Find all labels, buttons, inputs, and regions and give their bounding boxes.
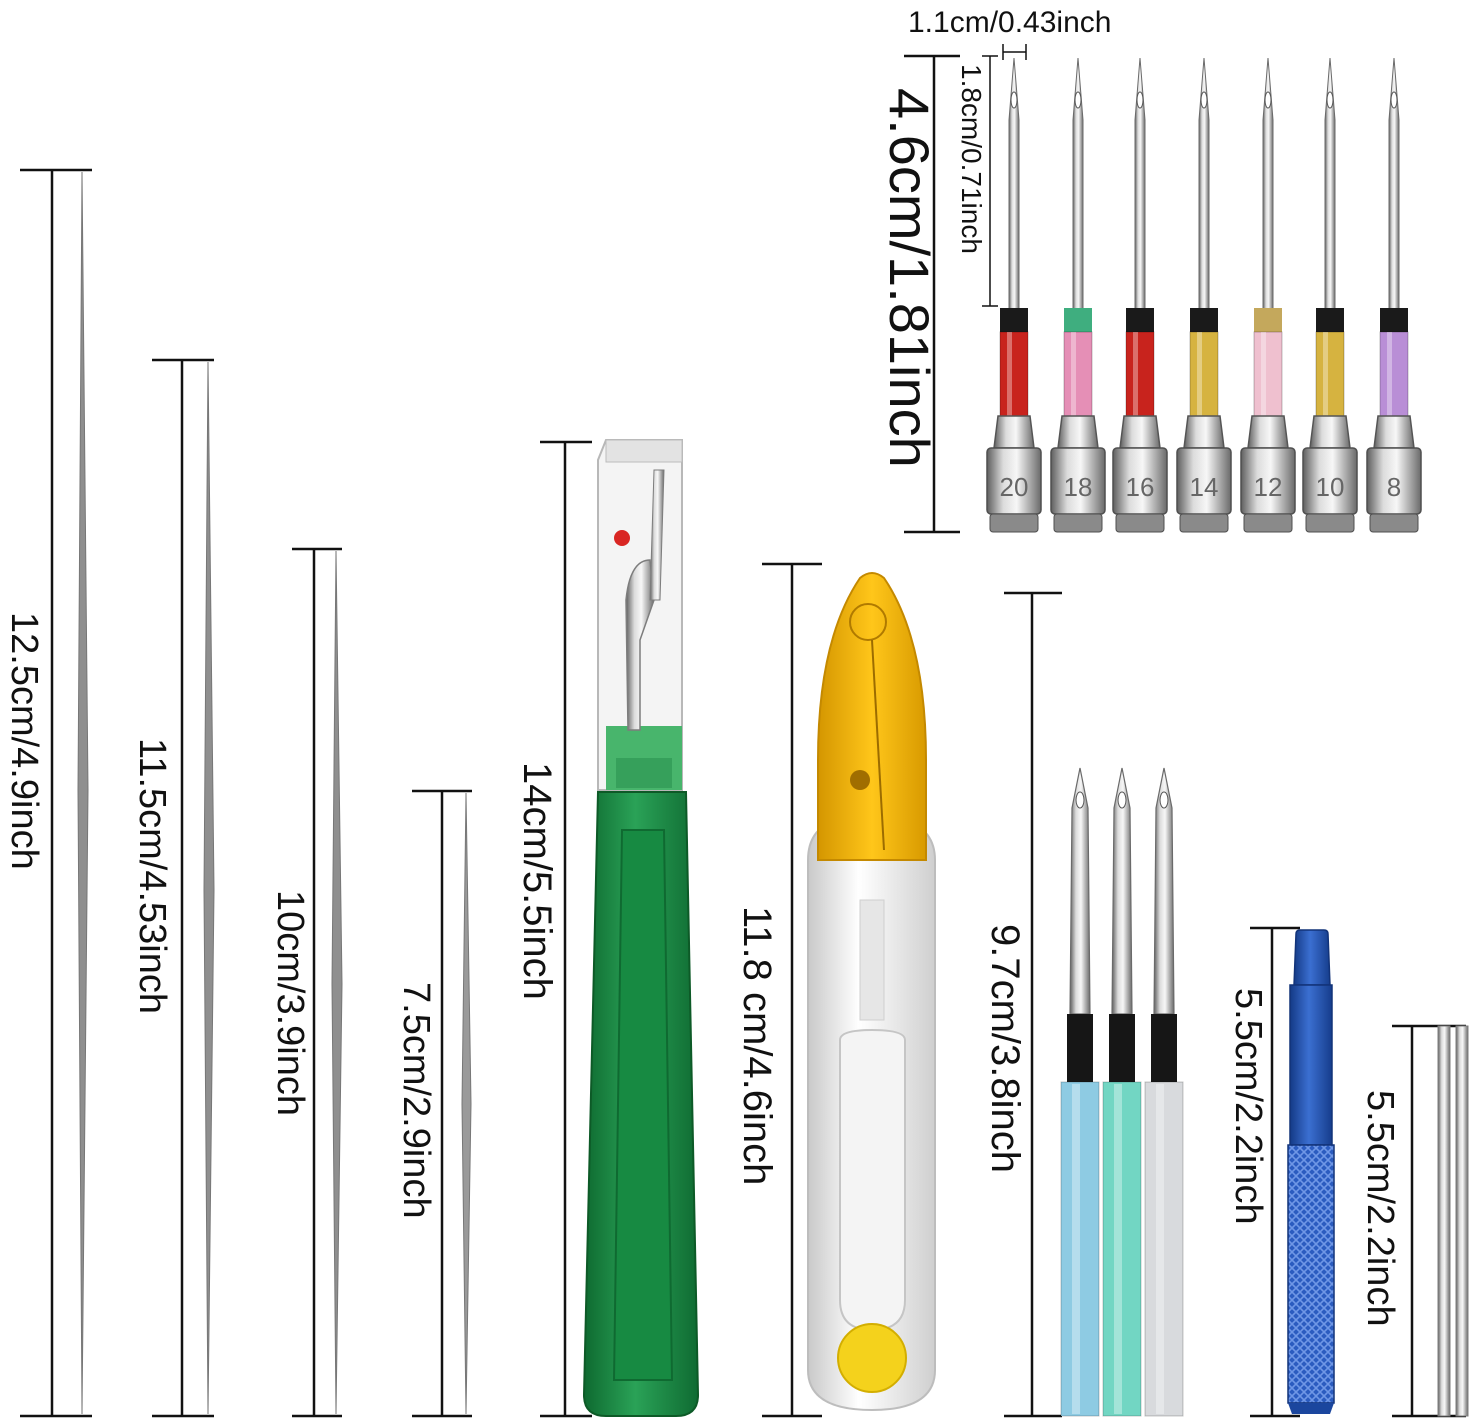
- needle-threader-handle: [1250, 926, 1335, 1418]
- hub-size-label: 16: [1126, 472, 1155, 502]
- punch-pen-group: [1060, 767, 1184, 1417]
- needle-10-label: 10cm/3.9inch: [269, 890, 311, 1116]
- hub-size-label: 12: [1254, 472, 1283, 502]
- seam-ripper-label: 14cm/5.5inch: [515, 762, 559, 1000]
- hub-needle-10: 10: [1302, 57, 1358, 533]
- needle-width-label: 1.1cm/0.43inch: [908, 6, 1111, 39]
- thread-snips: [762, 562, 936, 1418]
- punch-pen-1: [1060, 767, 1100, 1417]
- threader-handle-label: 5.5cm/2.2inch: [1227, 988, 1269, 1225]
- hub-needle-14: 14: [1176, 57, 1232, 533]
- needle-75-label: 7.5cm/2.9inch: [395, 982, 437, 1219]
- beading-needle-75: [412, 789, 472, 1418]
- needle-threader-rods: [1392, 1024, 1469, 1418]
- beading-needle-10: [292, 547, 343, 1418]
- punch-pens-label: 9.7cm/3.8inch: [983, 924, 1027, 1173]
- needle-set-dimension-lines: [904, 44, 1027, 534]
- beading-needle-125: [20, 168, 92, 1418]
- hub-needle-12: 12: [1240, 57, 1296, 533]
- needle-tip-length-label: 1.8cm/0.71inch: [956, 64, 987, 254]
- punch-pen-3: [1144, 767, 1184, 1417]
- hub-size-label: 14: [1190, 472, 1219, 502]
- needle-125-label: 12.5cm/4.9inch: [3, 612, 45, 870]
- hub-size-label: 10: [1316, 472, 1345, 502]
- beading-needle-115: [152, 358, 215, 1418]
- hub-needle-set: 20 18 16 14 12 10 8: [986, 57, 1422, 533]
- thread-snips-label: 11.8 cm/4.6inch: [735, 906, 779, 1185]
- hub-size-label: 20: [1000, 472, 1029, 502]
- needle-115-label: 11.5cm/4.53inch: [131, 738, 173, 1014]
- hub-needle-20: 20: [986, 57, 1042, 533]
- hub-needle-18: 18: [1050, 57, 1106, 533]
- punch-needle-pens: [1004, 591, 1062, 1418]
- hub-size-label: 18: [1064, 472, 1093, 502]
- seam-ripper: [540, 439, 700, 1418]
- punch-pen-2: [1102, 767, 1142, 1417]
- needle-set-height-label: 4.6cm/1.81inch: [878, 88, 941, 468]
- hub-size-label: 8: [1387, 472, 1401, 502]
- threader-rods-label: 5.5cm/2.2inch: [1359, 1090, 1401, 1327]
- hub-needle-16: 16: [1112, 57, 1168, 533]
- hub-needle-8: 8: [1366, 57, 1422, 533]
